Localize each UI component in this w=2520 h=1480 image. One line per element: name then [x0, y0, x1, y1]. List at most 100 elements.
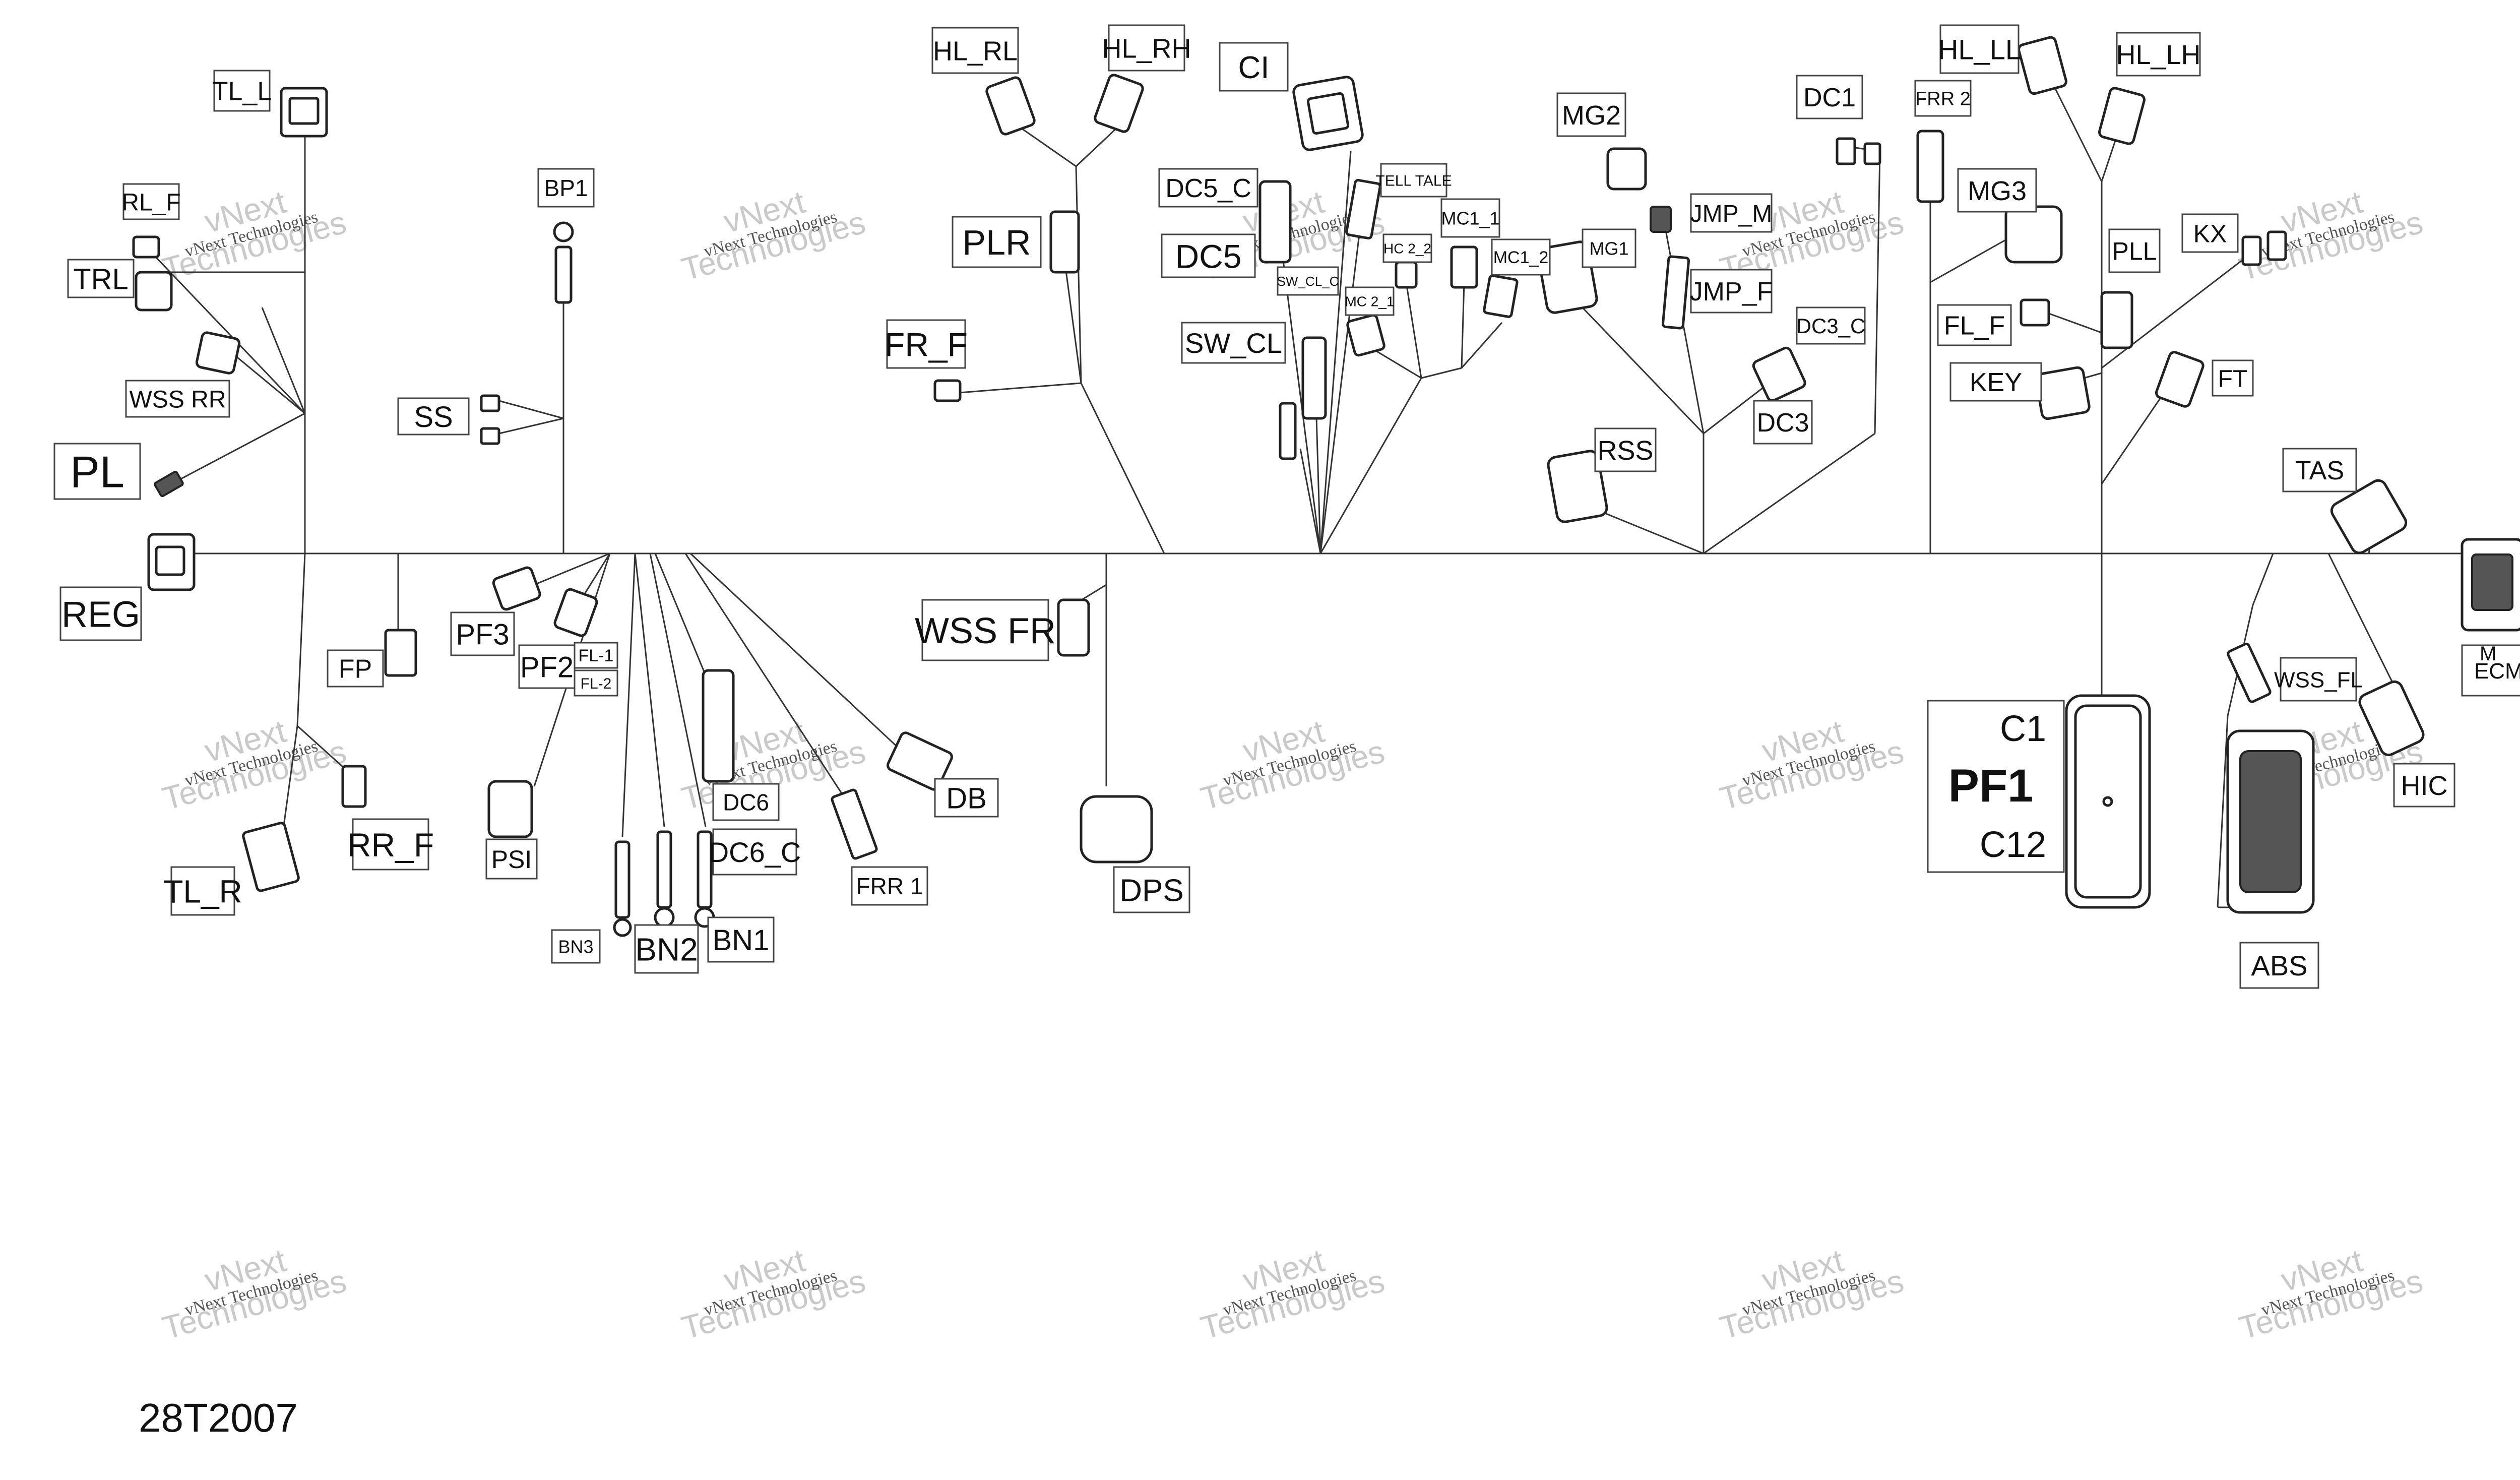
ecmb-pin-m: M — [2480, 643, 2496, 665]
pf1-c12-label: C12 — [1980, 825, 2046, 865]
label-trl: TRL — [67, 259, 135, 298]
label-frame — [450, 611, 515, 656]
label-frame — [707, 916, 775, 963]
label-mc1-2: MC1_2 — [1491, 238, 1551, 276]
label-text: JMP_F — [1690, 277, 1773, 306]
connector-plr — [1049, 210, 1080, 274]
connector-dc3 — [1752, 346, 1806, 402]
label-rl-f: RL_F — [121, 183, 181, 220]
label-frame — [1345, 286, 1395, 316]
label-text: DC3 — [1756, 408, 1809, 438]
label-frame — [170, 866, 235, 916]
label-text: FT — [2218, 365, 2248, 392]
label-frame — [934, 778, 999, 818]
label-frame — [931, 27, 1019, 74]
label-dc3-c: DC3_C — [1796, 306, 1866, 345]
label-frame — [1219, 42, 1289, 92]
label-text: FL-2 — [581, 675, 612, 692]
label-frame — [1440, 198, 1500, 238]
pf1-c1-label: C1 — [2000, 709, 2046, 749]
label-frame — [712, 783, 780, 821]
label-text: RR_F — [347, 826, 434, 864]
label-bn1: BN1 — [707, 916, 775, 963]
label-frame — [952, 216, 1042, 268]
label-pl: PL — [53, 443, 141, 500]
label-mc1-1: MC1_1 — [1440, 198, 1500, 238]
label-frame — [1796, 75, 1863, 119]
label-hl-ll: HL_LL — [1938, 24, 2021, 74]
connector-pf1 — [2065, 694, 2151, 909]
connector-pf3 — [492, 566, 541, 611]
label-text: DC5_C — [1165, 174, 1251, 203]
label-dc5: DC5 — [1161, 233, 1256, 278]
label-text: SW_CL_C — [1277, 274, 1339, 289]
label-jmp-m: JMP_M — [1690, 193, 1773, 233]
connector-hic — [2358, 680, 2425, 757]
label-fr-f: FR_F — [885, 319, 968, 369]
connector-ft — [2155, 351, 2204, 408]
label-frame — [1914, 80, 1972, 117]
label-frame — [537, 168, 595, 208]
connector-dc1 — [1836, 137, 1881, 165]
label-frame — [2282, 448, 2357, 492]
connector-wss-fl — [2227, 642, 2272, 703]
label-frame — [1796, 306, 1866, 345]
label-frame — [1753, 400, 1813, 445]
connector-dc6 — [702, 669, 735, 783]
connector-rl-f — [132, 235, 160, 259]
label-sw-cl-c: SW_CL_C — [1277, 266, 1339, 296]
connector-fl-f — [2020, 298, 2050, 327]
connector-shapes — [132, 36, 2520, 937]
label-dc5-c: DC5_C — [1158, 168, 1258, 208]
connector-rr-f — [341, 765, 367, 808]
label-text: FP — [339, 655, 372, 684]
label-plr: PLR — [952, 216, 1042, 268]
label-tl-r: TL_R — [163, 866, 242, 916]
connector-hl-lh — [2098, 87, 2146, 145]
connector-ci — [1292, 76, 1364, 151]
connector-hl-ll — [2018, 36, 2067, 95]
label-mg2: MG2 — [1556, 92, 1626, 137]
label-text: HIC — [2401, 771, 2448, 801]
label-mg3: MG3 — [1957, 168, 2037, 213]
label-text: FRR 2 — [1915, 89, 1971, 110]
label-text: TL_L — [212, 77, 272, 106]
connector-hc-2-2 — [1395, 261, 1418, 289]
connector-dps — [1080, 795, 1153, 864]
label-text: TL_R — [163, 874, 242, 910]
label-text: ECMB — [2474, 659, 2520, 684]
connector-fp — [384, 629, 417, 677]
label-frame — [1690, 269, 1773, 314]
connector-fr-f — [933, 379, 962, 402]
label-frame — [1556, 92, 1626, 137]
label-frame — [1690, 193, 1773, 233]
label-frame — [485, 838, 538, 880]
label-text: DPS — [1119, 873, 1183, 908]
connector-hl-rl — [985, 76, 1036, 136]
label-tl-l: TL_L — [212, 70, 272, 112]
label-frame — [2212, 359, 2254, 397]
connector-jmp-f — [1661, 255, 1690, 330]
label-frame — [2393, 763, 2455, 808]
label-text: FRR 1 — [856, 873, 923, 899]
connector-frr-2 — [1916, 130, 1944, 203]
label-text: PF3 — [456, 618, 509, 651]
label-text: REG — [61, 594, 140, 635]
label-dc6: DC6 — [712, 783, 780, 821]
label-fl-2: FL-2 — [574, 669, 618, 697]
connector-wss-fr — [1057, 598, 1090, 657]
figure-id: 28T2007 — [139, 1395, 298, 1440]
label-text: HL_LH — [2116, 40, 2200, 70]
connector-frr-1 — [831, 788, 878, 860]
label-text: WSS RR — [130, 386, 226, 413]
connector-mc-2-1 — [1346, 314, 1385, 357]
label-bn3: BN3 — [551, 929, 601, 964]
label-dc3: DC3 — [1753, 400, 1813, 445]
